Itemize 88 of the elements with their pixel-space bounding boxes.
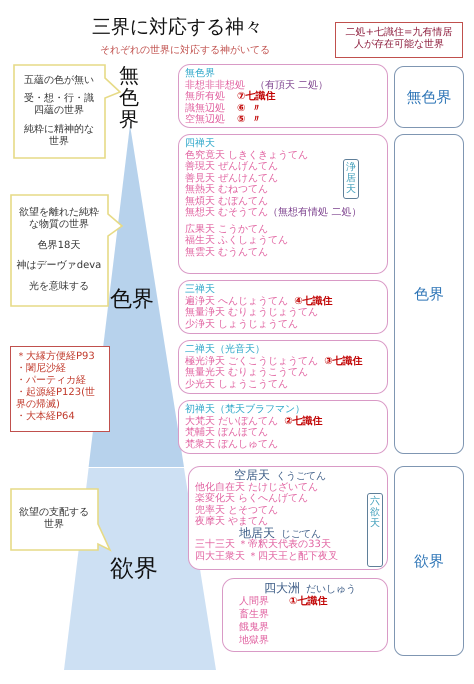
- heaven-name: 餓鬼界: [239, 621, 269, 634]
- consciousness-mark: ③七識住: [324, 356, 363, 367]
- vertical-label: 浄居天: [343, 159, 359, 199]
- note-box: [335, 22, 463, 58]
- title: 三界に対応する神々: [92, 15, 263, 40]
- consciousness-mark: ⑥: [237, 102, 246, 114]
- note-text: 二処+七識住=九有情居: [344, 27, 454, 38]
- heaven-name: 梵輔天 ぼんほてん: [185, 427, 268, 438]
- heaven-name: 善見天 ぜんけんてん: [185, 172, 278, 184]
- reference-text: ・パーティカ経: [16, 375, 87, 386]
- heaven-name: 識無辺処: [185, 102, 226, 114]
- note-text: （有頂天 二処）: [255, 80, 328, 90]
- heaven-name: 遍浄天 へんじょうてん: [185, 296, 288, 307]
- heaven-name: 梵衆天 ぼんしゅてん: [185, 438, 278, 450]
- reading-text: じごてん: [281, 528, 321, 540]
- reading-text: だいしゅう: [306, 583, 356, 596]
- heaven-name: 三十三天 ＊帝釈天代表の33天: [195, 539, 331, 550]
- note-text: 人が存在可能な世界: [353, 39, 445, 51]
- consciousness-mark: 〃: [251, 102, 262, 114]
- consciousness-mark: ⑦七識住: [237, 91, 276, 102]
- heaven-name: 少浄天 しょうじょうてん: [185, 318, 298, 330]
- consciousness-mark: 〃: [251, 114, 262, 126]
- reference-box: [10, 346, 110, 432]
- callout-text: 欲望の支配する世界: [18, 507, 90, 531]
- realm-name: 無色界: [119, 64, 139, 130]
- heaven-name: 人間界: [239, 595, 269, 608]
- heaven-name: 四大王衆天 ＊四天王と配下夜叉: [195, 550, 338, 562]
- subtitle: それぞれの世界に対応する神がいてる: [100, 44, 270, 57]
- section-heading: 三禅天: [185, 284, 215, 296]
- heaven-name: 少光天 しょうこうてん: [185, 378, 288, 390]
- group-box: [178, 400, 388, 454]
- callout-text: 五蘊の色が無い: [24, 74, 94, 86]
- callout-text: 欲望を離れた純粋な物質の世界: [18, 206, 100, 231]
- section-heading: 四大洲: [264, 582, 300, 595]
- reference-text: ・闍尼沙経: [16, 363, 67, 375]
- consciousness-mark: ⑤: [237, 114, 246, 126]
- group-box: [178, 134, 388, 274]
- callout-text: 受・想・行・識四蘊の世界: [23, 93, 95, 117]
- heaven-name: 無雲天 むうんてん: [185, 246, 268, 258]
- heaven-name: 無想天 むそうてん: [185, 207, 268, 218]
- heaven-name: 大梵天 だいぼんてん: [185, 416, 278, 426]
- vertical-label: 六欲天: [367, 493, 383, 567]
- reference-text: ＊大縁方便経P93: [16, 351, 96, 362]
- group-box: [178, 280, 388, 334]
- consciousness-mark: ①七識住: [289, 595, 328, 608]
- heaven-name: 兜率天 とそつてん: [195, 504, 278, 516]
- callout-text: 純粋に精神的な世界: [23, 124, 95, 148]
- heaven-name: 善現天 ぜんげんてん: [185, 161, 278, 172]
- section-heading: 空居天: [234, 470, 270, 482]
- group-box: [222, 578, 388, 652]
- heaven-name: 色究竟天 しきくきょうてん: [185, 150, 308, 160]
- realm-label: 欲界: [394, 466, 464, 656]
- heaven-name: 空無辺処: [185, 114, 226, 126]
- section-heading: 二禅天（光音天）: [185, 344, 265, 356]
- heaven-name: 楽変化天 らくへんげてん: [195, 493, 308, 504]
- heaven-name: 広果天 こうかてん: [185, 224, 268, 234]
- section-heading: 無色界: [185, 68, 215, 80]
- heaven-name: 非想非非想処: [185, 80, 245, 90]
- heaven-name: 夜摩天 やまてん: [195, 516, 268, 527]
- heaven-name: 畜生界: [239, 608, 269, 621]
- realm-label: 色界: [394, 134, 464, 454]
- callout-text: 神はデーヴァdeva: [16, 260, 102, 272]
- realm-name: 色界: [110, 286, 154, 314]
- consciousness-mark: ②七識住: [284, 416, 323, 427]
- heaven-name: 無所有処: [185, 91, 226, 102]
- realm-name: 欲界: [110, 553, 158, 584]
- heaven-name: 極光浄天 ごくこうじょうてん: [185, 356, 318, 366]
- heaven-name: 福生天 ふくしょうてん: [185, 235, 288, 246]
- note-text: （無想有情処 二処）: [268, 207, 362, 218]
- heaven-name: 無熱天 むねつてん: [185, 184, 268, 196]
- group-box: [188, 466, 388, 570]
- reference-text: ・大本経P64: [16, 411, 76, 423]
- consciousness-mark: ④七識住: [294, 296, 333, 307]
- callout-text: 色界18天: [38, 240, 80, 252]
- realm-label: 無色界: [394, 66, 464, 128]
- heaven-name: 無煩天 むぼんてん: [185, 196, 268, 206]
- callout-text: 光を意味する: [29, 281, 89, 294]
- reference-text: ・起源経P123(世界の帰滅): [16, 387, 96, 410]
- group-box: [178, 340, 388, 394]
- heaven-name: 無量浄天 むりょうじょうてん: [185, 307, 318, 318]
- reading-text: くうごてん: [276, 471, 326, 482]
- section-heading: 地居天: [239, 528, 275, 539]
- group-box: [178, 64, 388, 128]
- heaven-name: 他化自在天 たけじざいてん: [195, 482, 318, 492]
- heaven-name: 地獄界: [239, 634, 269, 647]
- section-heading: 初禅天（梵天ブラフマン）: [185, 404, 305, 416]
- section-heading: 四禅天: [185, 138, 215, 150]
- heaven-name: 無量光天 むりょうこうてん: [185, 367, 308, 378]
